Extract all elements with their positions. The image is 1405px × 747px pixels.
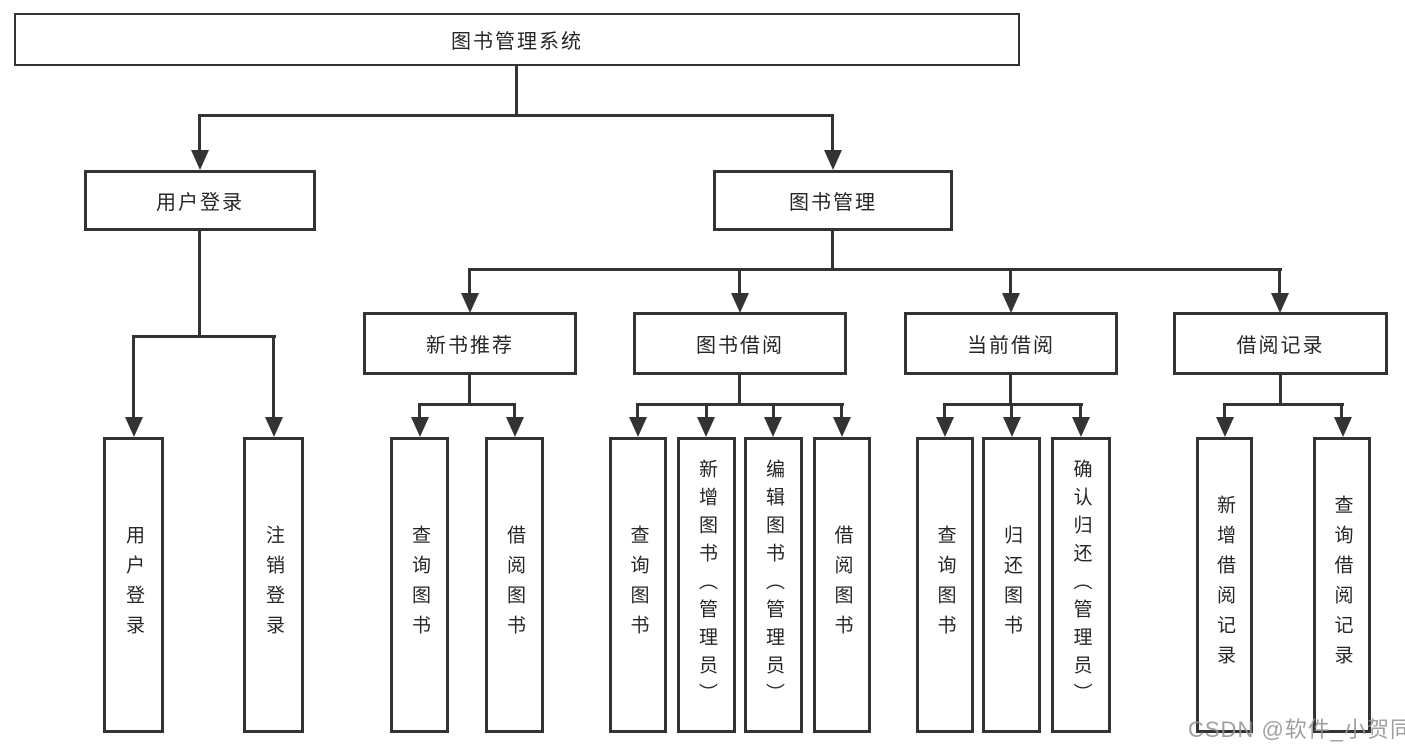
arrowhead-down [1003,417,1021,437]
connector-stem [1279,375,1282,403]
connector-stem [513,406,516,419]
connector-stem [1010,406,1013,419]
arrowhead-down [1002,293,1020,313]
connector-stem [468,375,471,403]
node-new-book-recommend: 新书推荐 [363,312,577,375]
leaf-query-borrow-record: 查询借阅记录 [1313,437,1371,733]
arrowhead-down [824,150,842,170]
arrowhead-down [461,293,479,313]
arrowhead-down [506,417,524,437]
node-current-borrowing: 当前借阅 [904,312,1118,375]
node-book-management: 图书管理 [713,170,953,231]
connector-stem [468,271,471,295]
connector-stem [1278,271,1281,295]
arrowhead-down [764,417,782,437]
connector-stem [831,117,834,152]
connector-hline [468,268,1282,271]
leaf-label: 查询图书 [934,525,956,645]
arrowhead-down [833,417,851,437]
connector-hline [198,114,834,117]
connector-hline [1223,403,1344,406]
arrowhead-down [191,150,209,170]
connector-stem [943,406,946,419]
leaf-confirm-return-admin: 确认归还（管理员） [1051,437,1111,733]
connector-stem [272,338,275,419]
leaf-label: 确认归还（管理员） [1070,459,1092,711]
arrowhead-down [731,293,749,313]
leaf-label: 归还图书 [1001,525,1022,645]
connector-stem [198,117,201,152]
connector-stem [840,406,843,419]
arrowhead-down [1334,417,1352,437]
connector-stem [738,375,741,403]
leaf-label: 编辑图书（管理员） [763,459,784,711]
connector-stem [1009,375,1012,403]
connector-stem [515,66,518,114]
leaf-query-books-borrowing: 查询图书 [609,437,667,733]
leaf-label: 新增图书（管理员） [696,459,717,711]
node-root-library-system: 图书管理系统 [14,13,1020,66]
connector-stem [1340,406,1343,419]
leaf-label: 注销登录 [263,525,284,645]
leaf-label: 借阅图书 [504,525,525,645]
arrowhead-down [265,417,283,437]
connector-stem [1009,271,1012,295]
connector-stem [636,406,639,419]
connector-stem [1079,406,1082,419]
arrowhead-down [1271,293,1289,313]
connector-hline [132,335,276,338]
leaf-label: 用户登录 [123,525,144,645]
node-user-login: 用户登录 [84,170,316,231]
node-borrowing-records: 借阅记录 [1173,312,1388,375]
connector-stem [705,406,708,419]
connector-stem [418,406,421,419]
leaf-edit-book-admin: 编辑图书（管理员） [744,437,803,733]
node-book-borrowing: 图书借阅 [633,312,847,375]
leaf-return-book: 归还图书 [982,437,1041,733]
arrowhead-down [629,417,647,437]
connector-hline [418,403,516,406]
leaf-label: 查询图书 [409,525,430,645]
arrowhead-down [1072,417,1090,437]
connector-stem [738,271,741,295]
leaf-borrow-books-recommend: 借阅图书 [485,437,544,733]
connector-stem [198,231,201,335]
leaf-add-borrow-record: 新增借阅记录 [1196,437,1253,733]
leaf-label: 借阅图书 [831,525,853,645]
arrowhead-down [697,417,715,437]
connector-stem [132,338,135,419]
leaf-label: 查询图书 [627,525,649,645]
leaf-borrow-books-borrowing: 借阅图书 [813,437,871,733]
arrowhead-down [411,417,429,437]
arrowhead-down [1216,417,1234,437]
connector-hline [943,403,1083,406]
csdn-watermark: CSDN @软件_小贺同学 [1188,717,1405,742]
leaf-add-book-admin: 新增图书（管理员） [677,437,736,733]
leaf-query-books-recommend: 查询图书 [390,437,449,733]
connector-stem [772,406,775,419]
connector-hline [636,403,844,406]
arrowhead-down [125,417,143,437]
connector-stem [1223,406,1226,419]
leaf-query-books-current: 查询图书 [916,437,974,733]
leaf-label: 新增借阅记录 [1214,495,1235,675]
connector-stem [831,231,834,268]
leaf-user-login: 用户登录 [103,437,164,733]
leaf-label: 查询借阅记录 [1331,495,1353,675]
arrowhead-down [936,417,954,437]
leaf-logout: 注销登录 [243,437,304,733]
